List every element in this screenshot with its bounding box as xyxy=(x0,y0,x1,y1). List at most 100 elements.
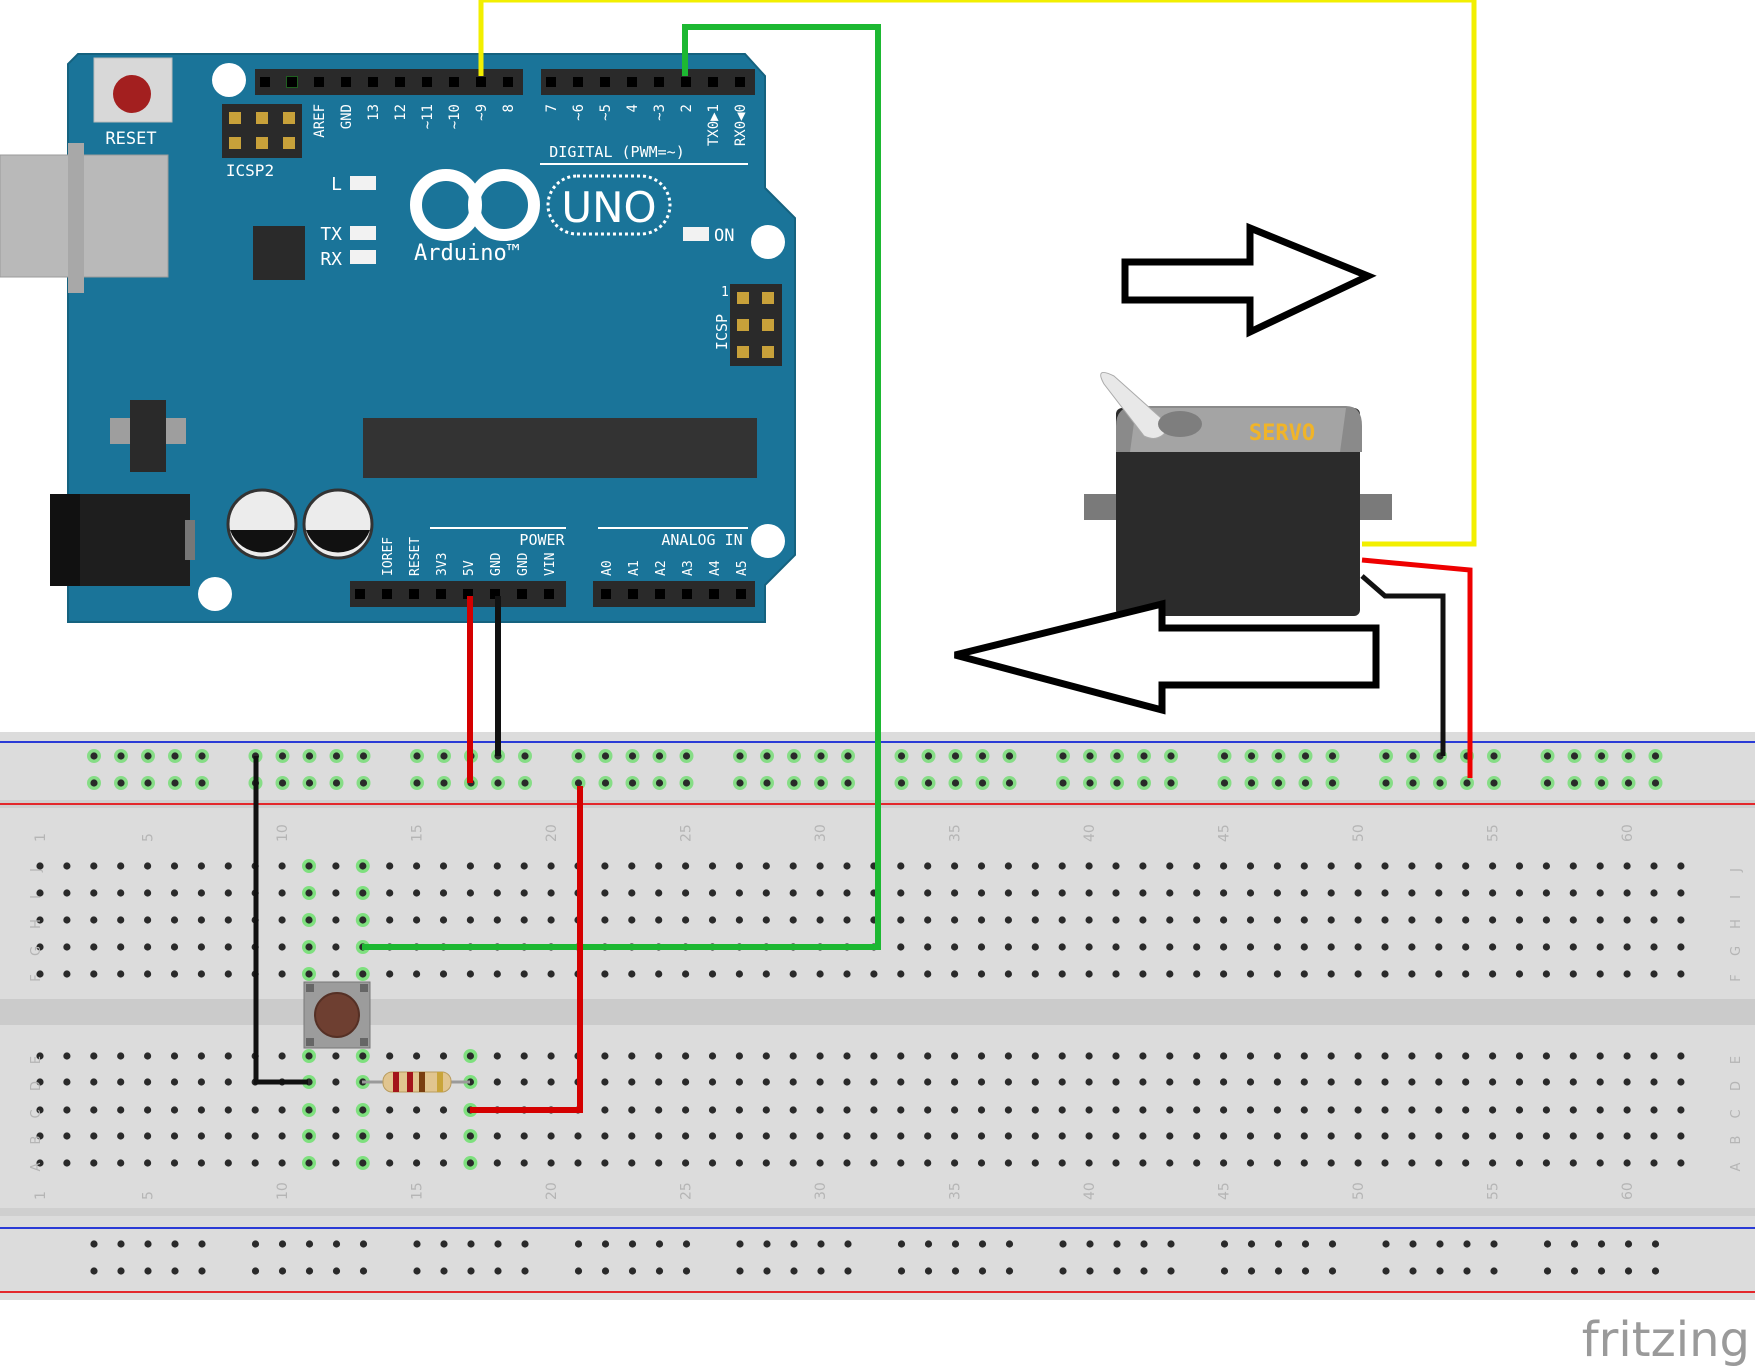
column-number: 1 xyxy=(33,1191,49,1200)
row-letter: J xyxy=(29,868,44,873)
analog-pin-label: A1 xyxy=(627,560,642,576)
servo-shaft xyxy=(1158,411,1202,437)
led-on-label: ON xyxy=(714,226,734,246)
led-tx-label: TX xyxy=(320,224,342,245)
row-letter: F xyxy=(29,974,44,981)
digital-pin-label: 12 xyxy=(393,104,409,121)
analog-header xyxy=(593,581,755,607)
uno-oval xyxy=(546,174,672,236)
breadboard-column-numbers: 1155101015152020252530303535404045455050… xyxy=(33,824,1636,1200)
power-pin-label: GND xyxy=(516,552,531,576)
wire-red-resistor xyxy=(470,786,583,1113)
column-number: 55 xyxy=(1486,824,1502,842)
column-number: 30 xyxy=(813,1182,829,1200)
row-letter: A xyxy=(29,1162,44,1171)
column-number: 25 xyxy=(679,1182,695,1200)
column-number: 20 xyxy=(544,824,560,842)
wire-yellow-signal xyxy=(478,0,1477,547)
column-number: 55 xyxy=(1486,1182,1502,1200)
analog-pin-label: A2 xyxy=(654,560,669,576)
analog-pin-label: A5 xyxy=(735,560,750,576)
digital-pin-label: ~11 xyxy=(420,104,436,129)
power-pin-label: 5V xyxy=(462,560,477,576)
led-rx xyxy=(350,250,376,264)
row-letter: E xyxy=(29,1056,44,1064)
model-label: UNO xyxy=(561,183,656,232)
wire-servo-black xyxy=(1360,574,1446,756)
arrow-right-icon xyxy=(1121,222,1377,338)
column-number: 5 xyxy=(141,1191,157,1200)
servo-body xyxy=(1116,408,1360,616)
digital-pin-label: 4 xyxy=(625,104,641,112)
row-letter: A xyxy=(1729,1162,1744,1171)
row-letter: C xyxy=(1729,1109,1744,1118)
row-letter: I xyxy=(1729,895,1744,899)
servo-label: SERVO xyxy=(1249,421,1315,446)
column-number: 5 xyxy=(141,833,157,842)
power-label: POWER xyxy=(519,531,565,549)
icsp2-header xyxy=(222,104,302,158)
arrow-left-icon xyxy=(954,599,1380,715)
wires xyxy=(253,0,1477,1113)
icsp-label: ICSP xyxy=(713,314,731,350)
row-letter: D xyxy=(1729,1081,1744,1091)
column-number: 35 xyxy=(948,1182,964,1200)
reset-label: RESET xyxy=(105,129,156,149)
analog-pin-label: A3 xyxy=(681,560,696,576)
digital-pin-label: 2 xyxy=(679,104,695,112)
breadboard-holes xyxy=(36,749,1685,1275)
row-letter: C xyxy=(29,1109,44,1118)
digital-pin-label: ~5 xyxy=(598,104,614,121)
column-number: 15 xyxy=(410,1182,426,1200)
digital-pin-label: 7 xyxy=(544,104,560,112)
column-number: 10 xyxy=(275,1182,291,1200)
power-pin-label: VIN xyxy=(543,553,558,576)
fritzing-watermark: fritzing xyxy=(1582,1312,1750,1368)
wire-servo-red xyxy=(1361,557,1473,778)
row-letter: E xyxy=(1729,1056,1744,1064)
column-number: 35 xyxy=(948,824,964,842)
column-number: 10 xyxy=(275,824,291,842)
column-number: 50 xyxy=(1351,1182,1367,1200)
arduino-infinity-logo xyxy=(410,169,540,241)
column-number: 1 xyxy=(33,833,49,842)
digital-pin-label: ~6 xyxy=(571,104,587,121)
arduino-wordmark: Arduino™ xyxy=(414,241,520,266)
atmega-chip xyxy=(363,418,757,478)
row-letter: G xyxy=(29,946,44,956)
board-pcb xyxy=(67,53,796,623)
column-number: 30 xyxy=(813,824,829,842)
power-pin-label: 3V3 xyxy=(435,553,450,576)
analog-pin-label: A0 xyxy=(600,560,615,576)
row-letter: B xyxy=(29,1136,44,1145)
led-on xyxy=(683,227,709,241)
row-letter: I xyxy=(29,895,44,899)
resistor xyxy=(362,1071,470,1093)
digital-pin-label: 8 xyxy=(501,104,517,112)
digital-pin-label: GND xyxy=(339,104,355,129)
icsp-header xyxy=(730,284,782,366)
mounting-hole xyxy=(198,577,232,611)
row-letter: D xyxy=(29,1081,44,1091)
column-number: 60 xyxy=(1620,1182,1636,1200)
column-number: 25 xyxy=(679,824,695,842)
row-letter: H xyxy=(29,919,44,929)
push-button[interactable] xyxy=(303,981,371,1049)
wire-green-button xyxy=(362,24,881,950)
icsp2-label: ICSP2 xyxy=(226,161,274,180)
digital-pin-label: RX0◀0 xyxy=(733,104,749,146)
row-letter: G xyxy=(1729,946,1744,956)
breadboard-center-channel xyxy=(0,999,1755,1025)
icsp-pin1-label: 1 xyxy=(721,285,729,300)
led-l-label: L xyxy=(331,174,342,195)
row-letter: F xyxy=(1729,974,1744,981)
mounting-hole xyxy=(212,63,246,97)
digital-header-label: DIGITAL (PWM=~) xyxy=(549,143,684,161)
servo-motor: SERVO xyxy=(1084,371,1392,616)
column-number: 45 xyxy=(1217,1182,1233,1200)
